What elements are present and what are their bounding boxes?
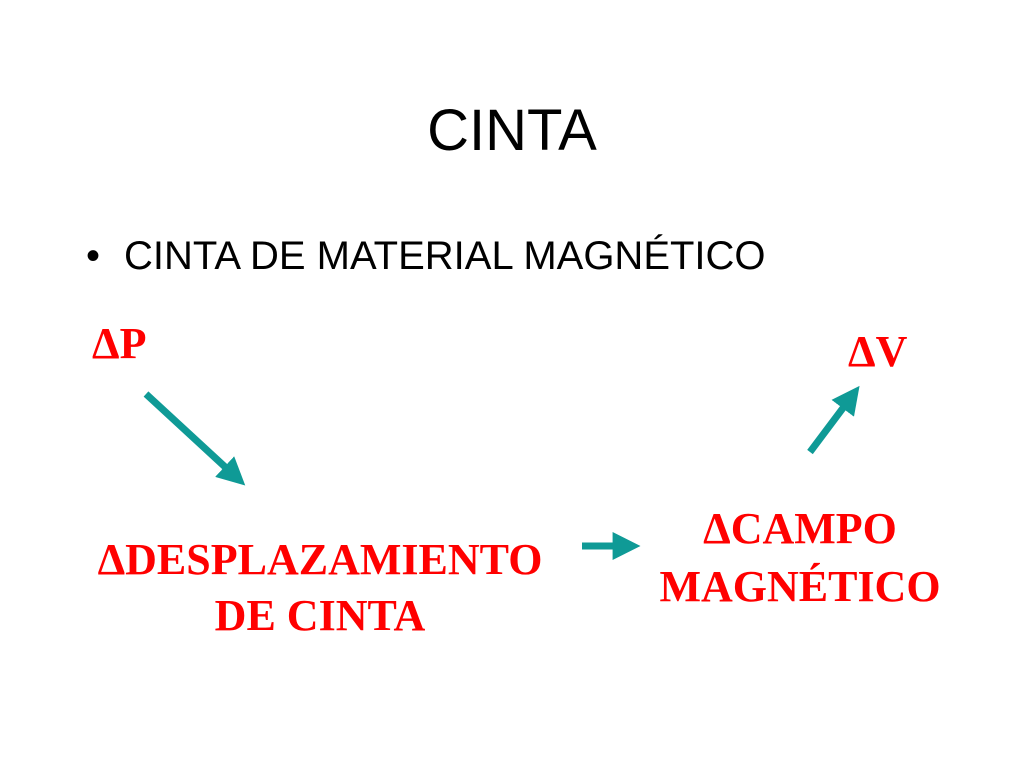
slide-title: CINTA <box>427 98 597 163</box>
node-campo: ΔCAMPO MAGNÉTICO <box>640 500 960 616</box>
bullet-text: CINTA DE MATERIAL MAGNÉTICO <box>124 234 766 278</box>
bullet-dot: • <box>86 234 101 278</box>
node-desplazamiento: ΔDESPLAZAMIENTO DE CINTA <box>60 532 580 644</box>
delta-v-label: ΔV <box>848 327 908 376</box>
arrow-p-to-desplazamiento-icon <box>143 391 246 486</box>
node-campo-line2: MAGNÉTICO <box>659 562 941 611</box>
delta-p-label: ΔP <box>92 319 147 368</box>
node-desplazamiento-line1: ΔDESPLAZAMIENTO <box>97 535 543 584</box>
bullet-item: • CINTA DE MATERIAL MAGNÉTICO <box>86 228 986 284</box>
arrow-campo-to-v-icon <box>807 385 860 455</box>
node-campo-line1: ΔCAMPO <box>703 504 897 553</box>
node-desplazamiento-line2: DE CINTA <box>214 591 426 640</box>
